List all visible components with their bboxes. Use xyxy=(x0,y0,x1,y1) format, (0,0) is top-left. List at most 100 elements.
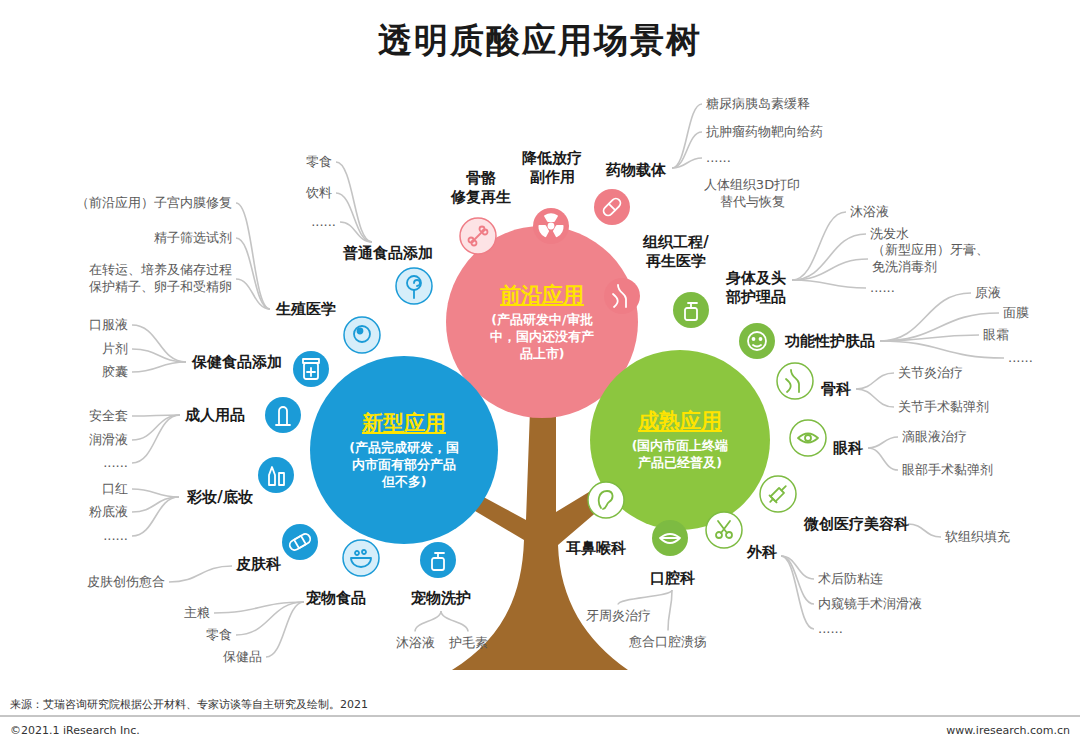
leader-line xyxy=(132,325,186,362)
category-note: (产品完成研发，国内市面有部分产品但不多) xyxy=(348,440,460,491)
leader-line xyxy=(668,590,672,631)
leader-line xyxy=(672,104,702,168)
category-heading: 成熟应用 xyxy=(638,408,722,435)
category-label: 药物载体 xyxy=(606,161,666,180)
icon-symbol xyxy=(459,217,497,255)
icon-glyph xyxy=(602,197,623,218)
icon-node: 口腔科 xyxy=(651,519,689,557)
icon-glyph-part xyxy=(288,532,312,552)
icon-glyph xyxy=(716,521,732,538)
icon-glyph xyxy=(469,227,488,246)
icon-symbol xyxy=(342,539,380,577)
icon-symbol xyxy=(593,188,631,226)
icon-circle xyxy=(777,363,813,399)
icon-node: 骨科 xyxy=(776,362,814,400)
leaf-label: ...... xyxy=(818,621,843,638)
icon-glyph-part xyxy=(688,303,697,308)
leaf-label: 精子筛选试剂 xyxy=(154,230,232,247)
icon-glyph-part xyxy=(609,204,615,210)
leaf-label: ...... xyxy=(1008,350,1033,367)
leaf-label: 牙周炎治疗 xyxy=(586,608,651,625)
icon-symbol xyxy=(395,267,433,305)
leader-lines xyxy=(132,104,1004,657)
leaf-label: 沐浴液 xyxy=(850,204,889,221)
icon-glyph-part xyxy=(748,332,766,350)
icon-circle xyxy=(258,457,294,493)
icon-glyph-part xyxy=(355,551,359,555)
icon-glyph-part xyxy=(294,536,306,549)
leader-line xyxy=(236,602,304,635)
leaf-label: 滴眼液治疗 xyxy=(902,429,967,446)
icon-node: 耳鼻喉科 xyxy=(587,481,625,519)
leader-line xyxy=(792,259,868,280)
icon-glyph xyxy=(269,467,284,485)
icon-symbol xyxy=(532,207,570,245)
icon-glyph-part xyxy=(545,214,557,221)
category-label: 普通食品添加 xyxy=(343,244,433,263)
leaf-label: 关节手术黏弹剂 xyxy=(898,399,989,416)
icon-circle xyxy=(604,278,640,314)
leaf-label: 零食 xyxy=(306,154,332,171)
icon-node: 身体及头 部护理品 xyxy=(672,291,710,329)
leaf-label: 胶囊 xyxy=(102,364,128,381)
icon-symbol xyxy=(587,481,625,519)
icon-glyph-part xyxy=(753,345,761,347)
icon-circle xyxy=(533,208,569,244)
icon-circle xyxy=(739,323,775,359)
leaf-label: 润滑液 xyxy=(89,432,128,449)
leader-line xyxy=(672,158,702,168)
icon-glyph xyxy=(613,285,626,307)
category-label: 成人用品 xyxy=(185,406,245,425)
icon-glyph xyxy=(767,483,790,506)
icon-glyph-part xyxy=(538,223,550,237)
icon-circle xyxy=(594,189,630,225)
icon-node: 生殖医学 xyxy=(343,316,381,354)
leader-line xyxy=(169,566,232,582)
icon-glyph xyxy=(660,534,680,543)
icon-glyph-part xyxy=(599,491,613,509)
icon-circle xyxy=(460,218,496,254)
leaf-label: 抗肿瘤药物靶向给药 xyxy=(706,124,823,141)
leaf-label: 关节炎治疗 xyxy=(898,365,963,382)
icon-symbol xyxy=(264,396,302,434)
leader-line xyxy=(236,203,270,309)
icon-glyph xyxy=(303,359,319,379)
icon-node: 彩妆/底妆 xyxy=(257,456,295,494)
icon-glyph-part xyxy=(805,435,811,441)
icon-glyph-part xyxy=(432,558,444,570)
category-label: 保健食品添加 xyxy=(192,353,282,372)
icon-glyph-part xyxy=(303,359,319,363)
leader-line xyxy=(340,222,372,242)
category-note: (产品研发中/审批中，国内还没有产品上市) xyxy=(486,312,598,363)
icon-glyph-part xyxy=(753,338,755,340)
icon-glyph xyxy=(599,491,613,509)
leader-line xyxy=(792,234,866,280)
icon-glyph-part xyxy=(351,558,371,567)
icon-node: 外科 xyxy=(705,511,743,549)
leaf-label: 洗发水 xyxy=(870,226,909,243)
leader-line xyxy=(868,437,898,448)
icon-symbol xyxy=(789,419,827,457)
icon-circle xyxy=(344,317,380,353)
leaf-label: 口红 xyxy=(102,481,128,498)
footer-text: 来源：艾瑞咨询研究院根据公开材料、专家访谈等自主研究及绘制。2021 xyxy=(10,698,368,712)
leader-line xyxy=(336,193,372,242)
icon-circle xyxy=(282,524,318,560)
icon-symbol xyxy=(419,541,457,579)
icon-circle xyxy=(760,476,796,512)
leaf-label: 人体组织3D打印 替代与恢复 xyxy=(702,177,802,211)
category-label: 彩妆/底妆 xyxy=(187,488,252,507)
icon-symbol xyxy=(705,511,743,549)
icon-glyph-part xyxy=(767,483,790,506)
leader-line xyxy=(880,341,1004,358)
leaf-label: 在转运、培养及储存过程 保护精子、卵子和受精卵 xyxy=(86,262,232,296)
category-label: 皮肤科 xyxy=(236,555,281,574)
leaf-label: 口服液 xyxy=(89,317,128,334)
icon-glyph-part xyxy=(552,223,564,237)
leader-line xyxy=(880,313,999,341)
leaf-label: 粉底液 xyxy=(89,504,128,521)
leader-line xyxy=(856,373,894,389)
icon-glyph xyxy=(748,332,766,350)
icon-glyph-part xyxy=(414,280,420,298)
